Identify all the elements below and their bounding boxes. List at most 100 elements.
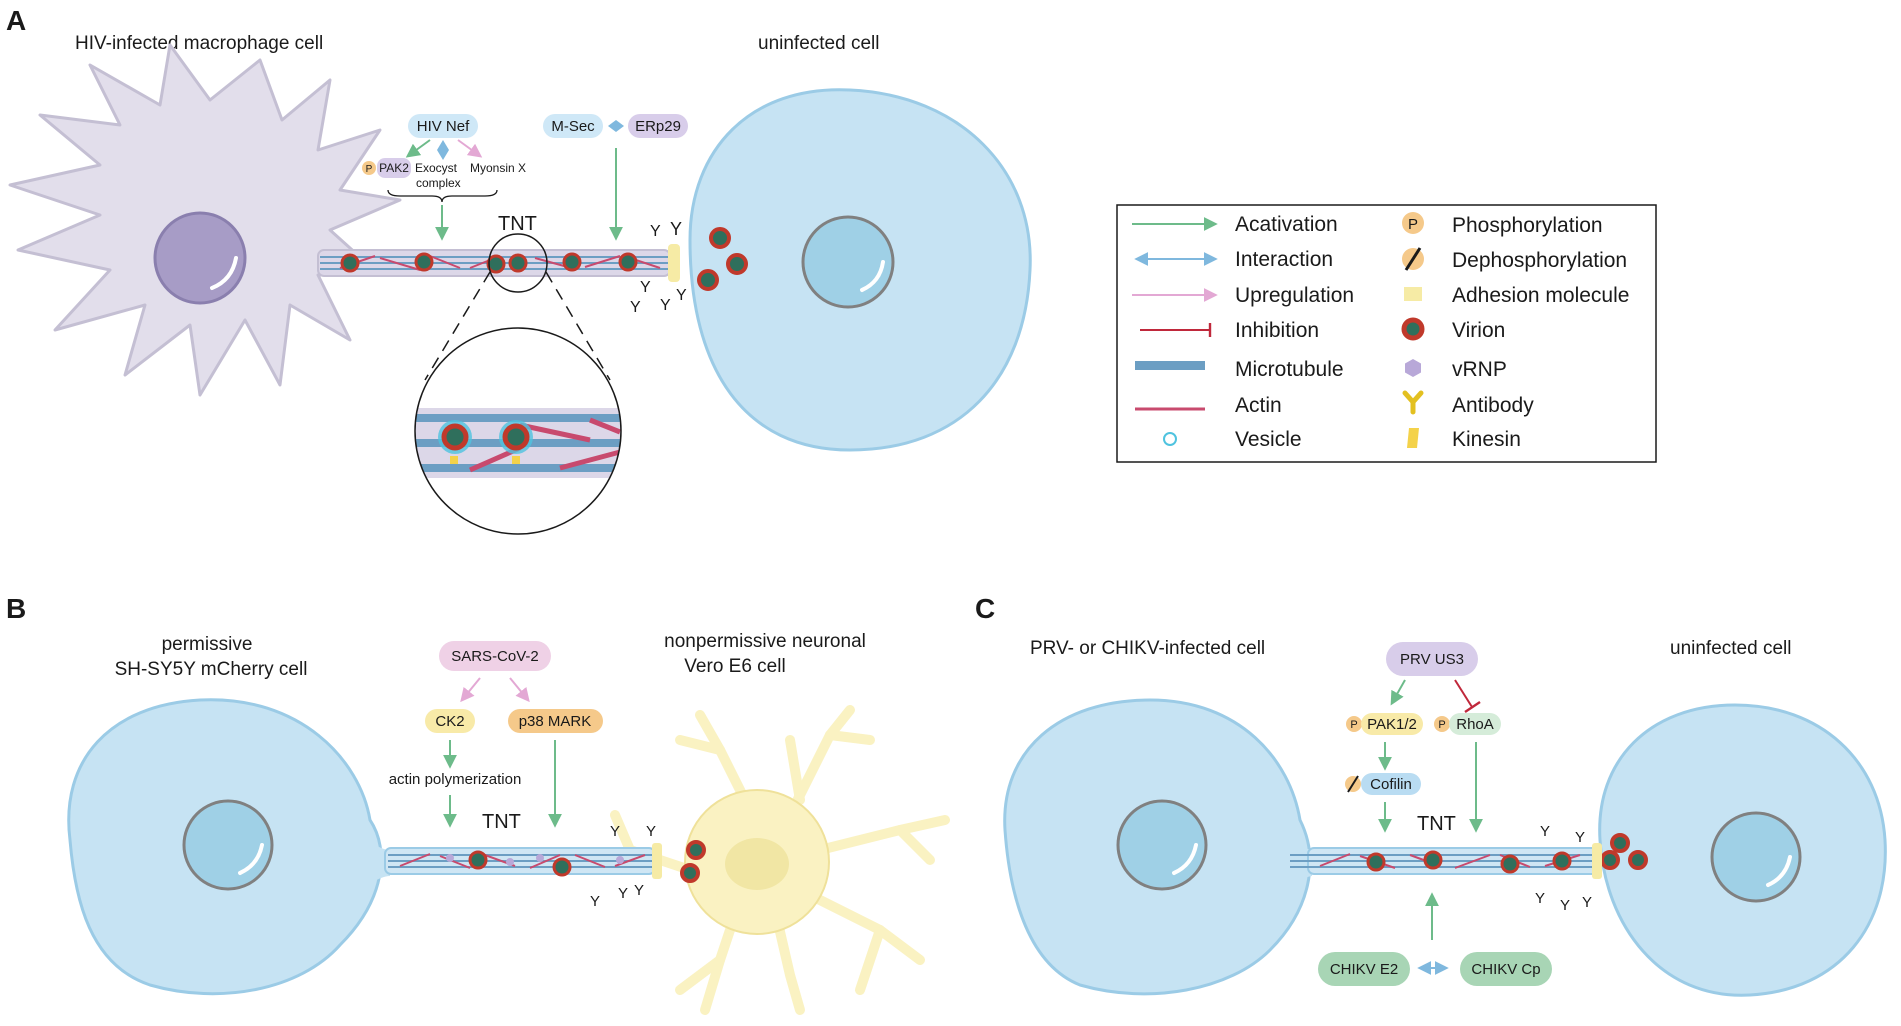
panel-c-tnt-label: TNT — [1417, 813, 1456, 835]
legend: Acativation Interaction Upregulation Inh… — [1116, 204, 1657, 463]
msec-pill — [543, 114, 603, 138]
exocyst-label-2: complex — [416, 176, 461, 190]
svg-text:Y: Y — [630, 299, 641, 316]
hiv-nef-label: HIV Nef — [417, 118, 470, 135]
panel-a-letter: A — [6, 5, 26, 36]
legend-activation: Acativation — [1235, 213, 1338, 236]
legend-vrnp-symbol — [1405, 359, 1421, 377]
brace — [387, 189, 498, 203]
panel-b-right-label-2: Vero E6 cell — [684, 656, 785, 677]
legend-adhesion: Adhesion molecule — [1452, 284, 1629, 307]
sars-cov-2-label: SARS-CoV-2 — [451, 648, 539, 665]
chikv-e2-pill — [1318, 952, 1410, 986]
legend-antibody: Antibody — [1452, 394, 1534, 417]
adhesion-molecule — [668, 244, 680, 282]
pak2-pill — [377, 158, 411, 178]
svg-text:Y: Y — [634, 882, 644, 899]
legend-vesicle-symbol — [1163, 432, 1177, 446]
sars-cov-2-pill — [439, 641, 551, 671]
svg-text:Y: Y — [646, 823, 656, 840]
panel-b-right-label-1: nonpermissive neuronal — [664, 631, 866, 652]
rhoa-pill — [1449, 713, 1501, 735]
svg-text:Y: Y — [650, 223, 661, 240]
panel-c: C PRV- or CHIKV-infected cell uninfected… — [975, 593, 1887, 997]
legend-antibody-symbol — [1402, 390, 1424, 415]
panel-b: B permissive SH-SY5Y mCherry cell nonper… — [6, 593, 950, 1015]
panel-a-antibodies: Y Y Y Y Y Y — [630, 219, 687, 316]
panel-c-left-label: PRV- or CHIKV-infected cell — [1030, 638, 1265, 659]
panel-b-permissive-nucleus — [182, 799, 274, 891]
panel-b-antibodies: Y Y Y Y Y — [590, 823, 656, 910]
svg-text:Y: Y — [1560, 897, 1570, 914]
svg-text:Y: Y — [1575, 829, 1585, 846]
pak12-label: PAK1/2 — [1367, 716, 1417, 733]
svg-text:Y: Y — [1582, 894, 1592, 911]
cofilin-label: Cofilin — [1370, 776, 1412, 793]
svg-text:P: P — [1408, 216, 1418, 233]
exocyst-label-1: Exocyst — [415, 161, 458, 175]
legend-interaction: Interaction — [1235, 248, 1333, 271]
pak12-pill — [1361, 713, 1423, 735]
svg-text:Y: Y — [676, 287, 687, 304]
panel-a: A HIV-infected macrophage cell uninfecte… — [6, 5, 1032, 535]
actin-polymerization-label: actin polymerization — [389, 771, 522, 788]
svg-text:Y: Y — [590, 893, 600, 910]
svg-text:Y: Y — [1535, 890, 1545, 907]
hiv-nef-pill — [408, 114, 478, 138]
ck2-pill — [425, 709, 475, 733]
panel-c-virions — [1366, 833, 1648, 874]
legend-virion-symbol — [1401, 317, 1425, 341]
svg-text:P: P — [366, 164, 373, 175]
panel-c-antibodies: Y Y Y Y Y — [1535, 823, 1592, 914]
p38-label: p38 MARK — [519, 713, 592, 730]
pak12-phospho — [1346, 716, 1362, 732]
panel-b-microtubules — [388, 854, 652, 868]
legend-vesicle: Vesicle — [1235, 428, 1302, 451]
chikv-cp-pill — [1460, 952, 1552, 986]
panel-c-infected-nucleus — [1116, 799, 1208, 891]
panel-b-neuron-cell — [610, 705, 950, 1015]
panel-c-right-label: uninfected cell — [1670, 638, 1791, 659]
legend-dephosphorylation: Dephosphorylation — [1452, 249, 1627, 272]
panel-b-tnt-label: TNT — [482, 811, 521, 833]
panel-a-virions — [340, 227, 748, 291]
panel-a-tnt-label: TNT — [498, 213, 537, 235]
ck2-label: CK2 — [435, 713, 464, 730]
panel-c-microtubules — [1290, 854, 1595, 868]
panel-b-vrnp — [446, 854, 624, 866]
legend-phospho-symbol — [1402, 212, 1424, 234]
legend-kinesin-symbol — [1407, 428, 1419, 448]
panel-c-letter: C — [975, 593, 995, 624]
panel-b-left-label-1: permissive — [162, 634, 253, 655]
msec-label: M-Sec — [551, 118, 595, 135]
legend-phosphorylation: Phosphorylation — [1452, 214, 1603, 237]
zoom-source-circle — [488, 233, 548, 293]
macrophage-nucleus — [153, 211, 247, 305]
panel-a-right-cell-label: uninfected cell — [758, 33, 879, 54]
panel-b-left-label-2: SH-SY5Y mCherry cell — [115, 659, 308, 680]
legend-kinesin: Kinesin — [1452, 428, 1521, 451]
zoom-circle — [414, 327, 622, 535]
panel-a-uninfected-nucleus — [801, 215, 895, 309]
svg-text:Y: Y — [640, 279, 651, 296]
legend-inhibition: Inhibition — [1235, 319, 1319, 342]
panel-b-actin — [399, 853, 646, 869]
chikv-cp-label: CHIKV Cp — [1471, 961, 1540, 978]
panel-b-virion — [468, 850, 488, 870]
prv-us3-label: PRV US3 — [1400, 651, 1464, 668]
legend-microtubule: Microtubule — [1235, 358, 1344, 381]
erp29-pill — [628, 114, 688, 138]
legend-adhesion-symbol — [1404, 287, 1422, 301]
svg-text:Y: Y — [670, 219, 682, 239]
svg-text:P: P — [1350, 719, 1357, 731]
rhoa-phospho — [1434, 716, 1450, 732]
myosin-label: Myonsin X — [470, 161, 526, 175]
svg-text:Y: Y — [660, 297, 671, 314]
inhibition-arrow — [1454, 679, 1473, 708]
panel-c-uninfected-nucleus — [1710, 811, 1802, 903]
legend-vrnp: vRNP — [1452, 358, 1507, 381]
svg-text:Y: Y — [610, 823, 620, 840]
legend-virion: Virion — [1452, 319, 1505, 342]
